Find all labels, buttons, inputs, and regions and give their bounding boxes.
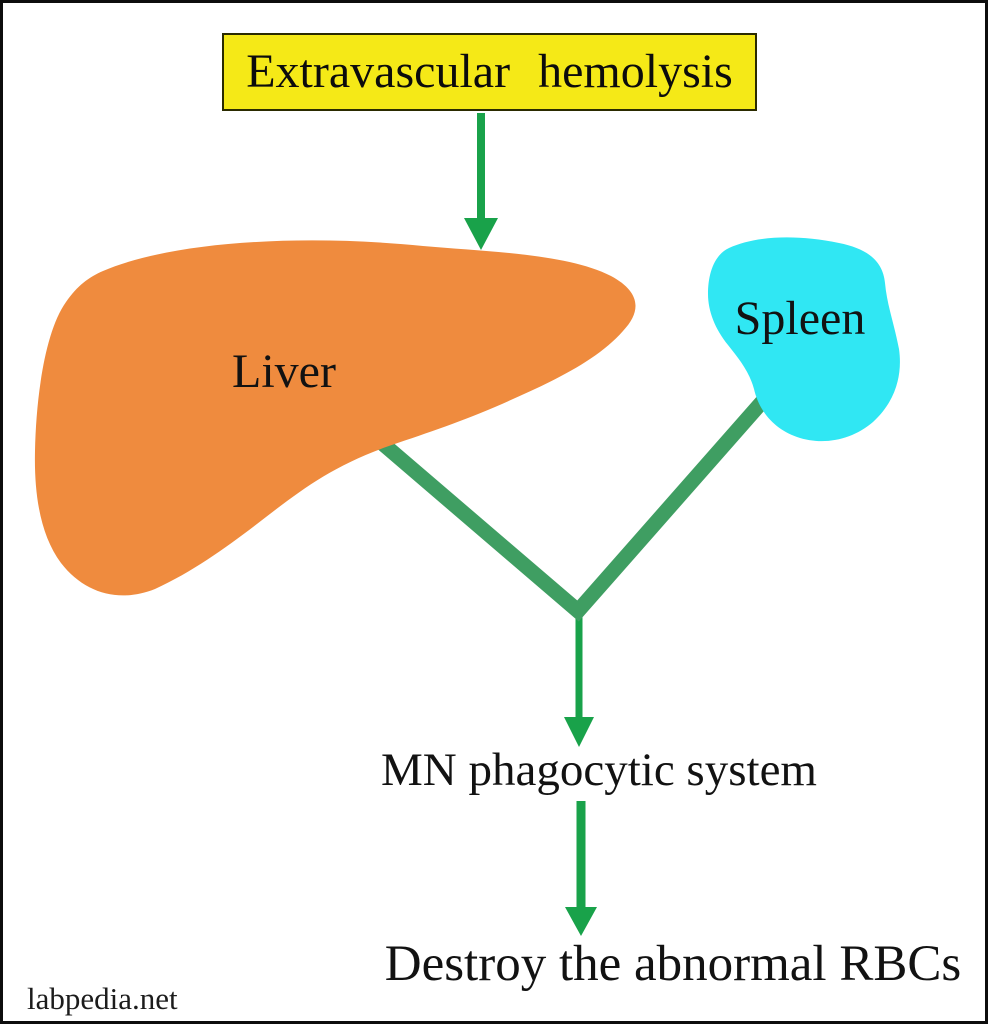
- title-box: Extravascular hemolysis: [222, 33, 757, 111]
- flow-arrow-title-to-liver-icon: [464, 113, 498, 250]
- liver-shape: [34, 240, 636, 596]
- title-box-label: Extravascular hemolysis: [246, 45, 733, 98]
- watermark-text: labpedia.net: [27, 981, 178, 1016]
- mn-phagocytic-system-label: MN phagocytic system: [381, 744, 817, 796]
- outcome-label: Destroy the abnormal RBCs: [384, 936, 962, 992]
- flow-connector-v-lines: [363, 364, 797, 622]
- spleen-label: Spleen: [734, 292, 866, 345]
- diagram-shapes: [34, 113, 900, 936]
- liver-label: Liver: [232, 345, 336, 398]
- flow-arrow-mn-to-outcome-icon: [565, 801, 597, 936]
- flow-arrow-junction-to-mn-icon: [564, 601, 594, 747]
- spleen-shape: [708, 237, 900, 442]
